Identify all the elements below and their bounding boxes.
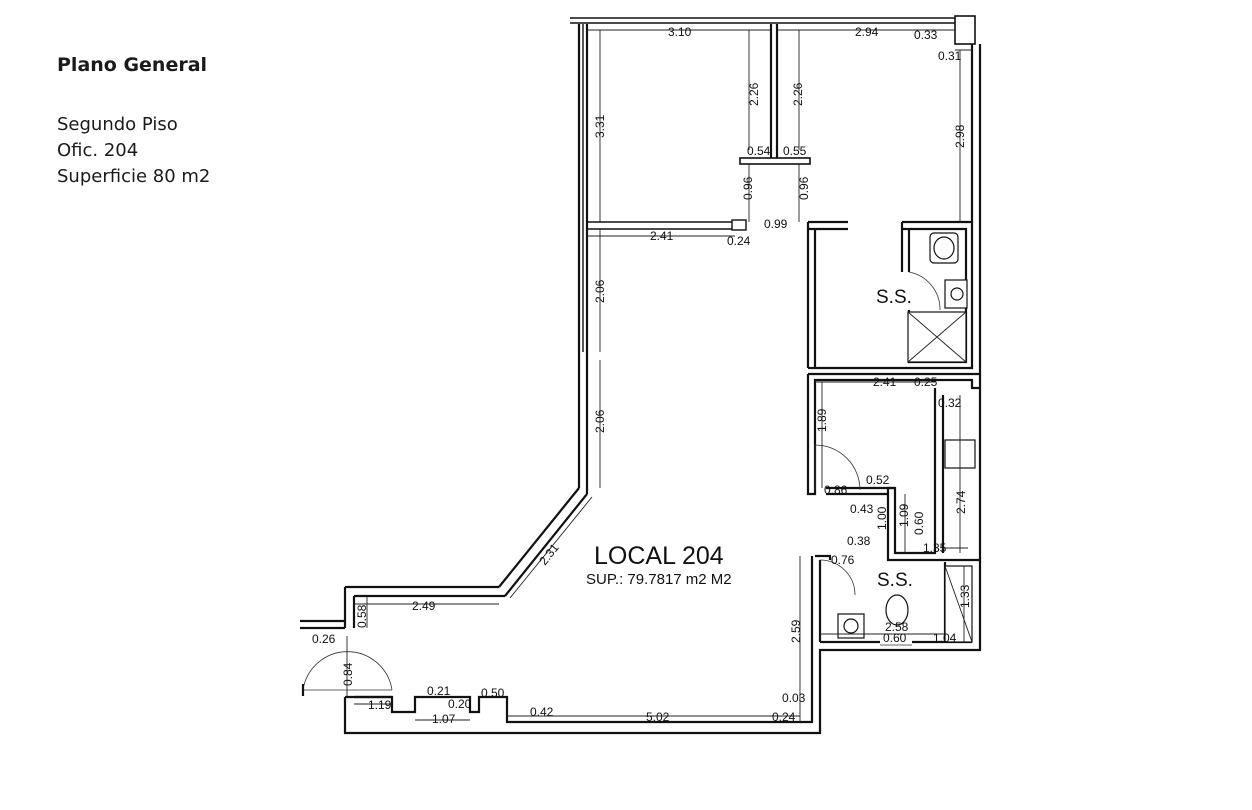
- dim-label: 2.41: [650, 229, 674, 243]
- dim-label: 2.49: [412, 599, 436, 613]
- exterior-walls: [300, 15, 982, 735]
- dim-label: 3.10: [668, 25, 692, 39]
- dim-label: 2.94: [855, 25, 879, 39]
- toilet-lower-icon: [885, 594, 909, 626]
- title-block: Plano General Segundo Piso Ofic. 204 Sup…: [57, 52, 210, 190]
- dim-label: 0.84: [341, 662, 355, 686]
- room-name: LOCAL 204: [594, 542, 724, 570]
- dim-label: 0.50: [481, 686, 505, 700]
- floor-label: Segundo Piso: [57, 114, 178, 135]
- dim-label: 2.26: [791, 82, 805, 106]
- dim-label: 0.20: [448, 697, 472, 711]
- dimension-labels: 3.10 2.94 0.33 0.31 2.26 2.26 3.31 2.98 …: [312, 25, 972, 726]
- dim-label: 0.76: [831, 553, 855, 567]
- plan-title: Plano General: [57, 54, 208, 76]
- dim-label: 1.19: [368, 698, 392, 712]
- bathroom-label-lower: S.S.: [877, 570, 913, 591]
- office-label: Ofic. 204: [57, 140, 139, 161]
- dim-label: 0.26: [312, 632, 336, 646]
- dim-label: 1.09: [897, 503, 911, 527]
- dim-label: 1.00: [875, 506, 889, 530]
- dim-label: 1.89: [815, 408, 829, 432]
- dim-label: 0.25: [914, 375, 938, 389]
- area-label: Superficie 80 m2: [57, 166, 211, 187]
- dim-label: 3.31: [593, 114, 607, 138]
- dim-label: 0.24: [727, 234, 751, 248]
- dim-label: 0.60: [912, 511, 926, 535]
- dimension-lines: [346, 29, 972, 722]
- dim-label: 0.43: [850, 502, 874, 516]
- interior-walls: [587, 24, 980, 644]
- dim-label: 2.31: [536, 541, 562, 568]
- dim-label: 0.03: [782, 691, 806, 705]
- dim-label: 0.96: [741, 176, 755, 200]
- room-area: SUP.: 79.7817 m2 M2: [586, 571, 732, 588]
- dim-label: 2.74: [954, 490, 968, 514]
- dim-label: 1.04: [933, 631, 957, 645]
- dim-label: 0.99: [764, 217, 788, 231]
- dim-label: 0.96: [797, 176, 811, 200]
- dim-label: 0.58: [355, 604, 369, 628]
- dim-label: 0.54: [747, 144, 771, 158]
- dim-label: 0.55: [783, 144, 807, 158]
- dim-label: 0.86: [824, 483, 848, 497]
- doors: [301, 271, 941, 696]
- dim-label: 0.31: [938, 49, 962, 63]
- dim-label: 5.02: [646, 710, 670, 724]
- dim-label: 2.26: [747, 82, 761, 106]
- dim-label: 1.07: [432, 712, 456, 726]
- dim-label: 0.21: [427, 684, 451, 698]
- dim-label: 0.42: [530, 705, 554, 719]
- dim-label: 0.52: [866, 473, 890, 487]
- dim-label: 2.59: [789, 619, 803, 643]
- dim-label: 2.58: [885, 620, 909, 634]
- dim-label: 2.06: [593, 279, 607, 303]
- dim-label: 0.38: [847, 534, 871, 548]
- dim-label: 0.60: [883, 631, 907, 645]
- dim-label: 1.35: [923, 541, 947, 555]
- dim-label: 2.98: [953, 124, 967, 148]
- dim-label: 0.32: [938, 396, 962, 410]
- dim-label: 0.24: [772, 710, 796, 724]
- dim-label: 1.33: [958, 584, 972, 608]
- dim-label: 0.33: [914, 28, 938, 42]
- dim-label: 2.41: [873, 375, 897, 389]
- dim-label: 2.06: [593, 409, 607, 433]
- bathroom-label-upper: S.S.: [876, 287, 912, 308]
